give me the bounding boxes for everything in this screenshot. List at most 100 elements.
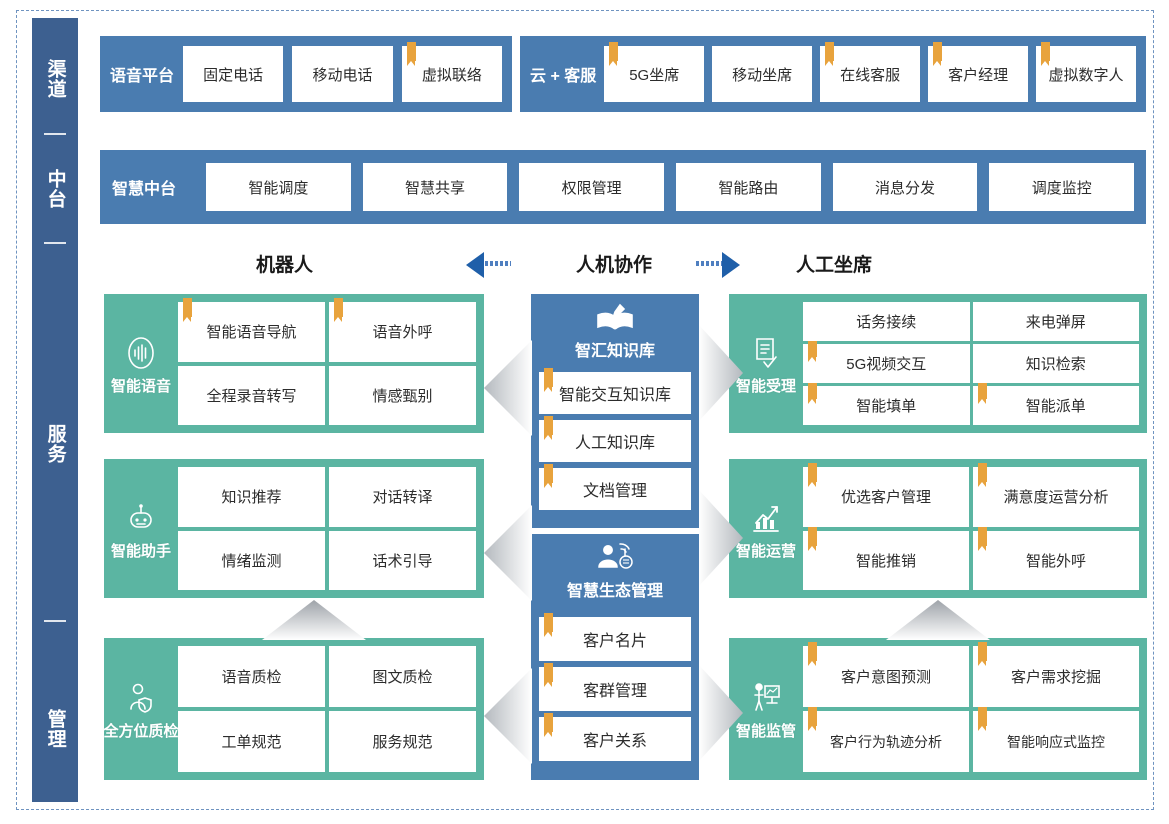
stack-knowledge-base-header: 智汇知识库 [575, 301, 655, 361]
tile-label: 智能推销 [855, 552, 916, 570]
channel-chip-virtual-human[interactable]: 虚拟数字人 [1036, 42, 1137, 102]
tile-label: 客户行为轨迹分析 [830, 733, 942, 750]
chip-label: 虚拟联络 [421, 66, 482, 84]
tile-label: 客户意图预测 [840, 669, 931, 686]
tile-emotion-monitoring[interactable]: 情绪监测 [178, 530, 325, 590]
stack-knowledge-base-title: 智汇知识库 [574, 343, 655, 360]
bookmark-ribbon-icon [978, 526, 987, 551]
tile-label: 满意度运营分析 [1003, 489, 1109, 507]
panel-intelligent-voice-header: 智能语音 [104, 332, 178, 396]
tile-label: 智能外呼 [1025, 552, 1086, 570]
tile-smart-form-filling[interactable]: 智能填单 [803, 383, 970, 425]
bookmark-ribbon-icon [406, 42, 416, 66]
tile-manual-knowledge-base[interactable]: 人工知识库 [539, 416, 691, 462]
bookmark-ribbon-icon [1041, 42, 1051, 66]
robot-icon [124, 497, 158, 537]
category-rail [32, 18, 78, 802]
platform-chip-smart-routing[interactable]: 智能路由 [676, 163, 821, 211]
bookmark-ribbon-icon [808, 642, 817, 666]
tile-label: 服务规范 [372, 734, 433, 751]
service-heading-row: 机器人 人机协作 人工坐席 [96, 240, 1146, 288]
tile-label: 知识检索 [1025, 356, 1086, 373]
tile-customer-behavior-trace-analysis[interactable]: 客户行为轨迹分析 [803, 707, 969, 772]
platform-chip-permission-management[interactable]: 权限管理 [519, 163, 665, 211]
tile-smart-marketing[interactable]: 智能推销 [803, 526, 969, 590]
tile-label: 智能语音导航 [206, 324, 297, 342]
platform-chip-smart-sharing[interactable]: 智慧共享 [362, 163, 508, 211]
tile-smart-outbound-call[interactable]: 智能外呼 [973, 526, 1139, 590]
tile-preferred-customer-management[interactable]: 优选客户管理 [803, 463, 969, 527]
platform-chip-message-distribution[interactable]: 消息分发 [832, 163, 978, 211]
arrow-right-tail [696, 261, 722, 266]
tile-label: 图文质检 [372, 669, 433, 686]
channel-group-voice-platform-title: 语音平台 [110, 68, 175, 85]
tile-script-guidance[interactable]: 话术引导 [329, 530, 476, 590]
tile-customer-card[interactable]: 客户名片 [539, 613, 691, 661]
tile-customer-intent-prediction[interactable]: 客户意图预测 [803, 642, 969, 707]
voice-wave-icon [124, 332, 158, 372]
tile-customer-relationship[interactable]: 客户关系 [539, 713, 691, 761]
tile-knowledge-retrieval[interactable]: 知识检索 [972, 344, 1139, 383]
panel-intelligent-operation: 智能运营 优选客户管理 满意度运营分析 智能推销 智能外呼 [729, 459, 1147, 598]
channel-group-cloud-service-title: 云 + 客服 [530, 68, 597, 85]
channel-chip-online-service[interactable]: 在线客服 [820, 42, 921, 102]
tile-interactive-knowledge-base[interactable]: 智能交互知识库 [539, 368, 691, 414]
channel-chip-account-manager[interactable]: 客户经理 [928, 42, 1029, 102]
tile-smart-responsive-monitoring[interactable]: 智能响应式监控 [973, 707, 1139, 772]
tile-label: 语音外呼 [372, 324, 433, 342]
tile-voice-quality-inspection[interactable]: 语音质检 [178, 646, 325, 707]
channel-chip-mobile-phone[interactable]: 移动电话 [292, 46, 393, 102]
tile-customer-demand-mining[interactable]: 客户需求挖掘 [973, 642, 1139, 707]
tile-emotion-discrimination[interactable]: 情感甄别 [329, 365, 476, 425]
tile-customer-group-management[interactable]: 客群管理 [539, 663, 691, 711]
channel-chip-mobile-seat[interactable]: 移动坐席 [712, 46, 813, 102]
tile-full-recording-transcription[interactable]: 全程录音转写 [178, 365, 325, 425]
chevron-left-voice [484, 340, 532, 436]
chip-label: 智能路由 [718, 179, 779, 197]
tile-smart-ticket-dispatch[interactable]: 智能派单 [972, 383, 1139, 425]
tile-work-order-specification[interactable]: 工单规范 [178, 711, 325, 772]
platform-chip-smart-dispatch[interactable]: 智能调度 [206, 163, 351, 211]
presentation-person-icon [749, 677, 783, 717]
panel-intelligent-supervision-header: 智能监管 [729, 677, 803, 741]
panel-intelligent-assistant-header: 智能助手 [104, 497, 178, 561]
channel-group-cloud-service: 云 + 客服 5G坐席 移动坐席 在线客服 客户经理 虚拟数字人 [520, 36, 1146, 112]
bookmark-ribbon-icon [544, 416, 553, 440]
rail-divider-3 [44, 620, 66, 622]
tile-service-specification[interactable]: 服务规范 [329, 711, 476, 772]
panel-intelligent-supervision-title: 智能监管 [735, 723, 796, 740]
platform-group-title: 智慧中台 [112, 181, 177, 198]
tile-call-handover[interactable]: 话务接续 [803, 302, 970, 341]
bookmark-ribbon-icon [609, 42, 619, 66]
channel-group-voice-platform: 语音平台 固定电话 移动电话 虚拟联络 [100, 36, 512, 112]
stack-ecosystem-management-header: 智慧生态管理 [567, 541, 663, 601]
tile-knowledge-recommendation[interactable]: 知识推荐 [178, 467, 325, 527]
chip-label: 调度监控 [1031, 179, 1092, 197]
tile-smart-voice-navigation[interactable]: 智能语音导航 [178, 298, 325, 362]
channel-chip-5g-seat[interactable]: 5G坐席 [604, 42, 705, 102]
bookmark-ribbon-icon [334, 298, 343, 322]
open-book-pen-icon [593, 301, 637, 335]
heading-collaboration: 人机协作 [576, 255, 653, 276]
chip-label: 客户经理 [948, 66, 1009, 84]
channel-chip-virtual-contact[interactable]: 虚拟联络 [401, 42, 502, 102]
tile-voice-outbound-call[interactable]: 语音外呼 [329, 298, 476, 362]
tile-satisfaction-operation-analysis[interactable]: 满意度运营分析 [973, 463, 1139, 527]
tile-5g-video-interaction[interactable]: 5G视频交互 [803, 341, 970, 383]
bookmark-ribbon-icon [978, 707, 987, 731]
tile-label: 客户名片 [582, 633, 647, 650]
platform-chip-dispatch-monitoring[interactable]: 调度监控 [989, 163, 1135, 211]
tile-incoming-call-popup[interactable]: 来电弹屏 [972, 302, 1139, 341]
channel-chip-fixed-phone[interactable]: 固定电话 [183, 46, 284, 102]
tile-document-management[interactable]: 文档管理 [539, 464, 691, 510]
panel-intelligent-assistant-title: 智能助手 [110, 542, 171, 560]
bookmark-ribbon-icon [933, 42, 943, 66]
rail-label-management: 管理 [44, 709, 66, 749]
chip-label: 消息分发 [875, 179, 936, 197]
tile-label: 智能派单 [1025, 398, 1086, 415]
panel-full-quality-inspection-title: 全方位质检 [103, 723, 179, 740]
heading-robot: 机器人 [256, 255, 314, 276]
tile-dialogue-translation[interactable]: 对话转译 [329, 467, 476, 527]
panel-intelligent-acceptance-title: 智能受理 [735, 377, 796, 395]
tile-text-image-quality-inspection[interactable]: 图文质检 [329, 646, 476, 707]
